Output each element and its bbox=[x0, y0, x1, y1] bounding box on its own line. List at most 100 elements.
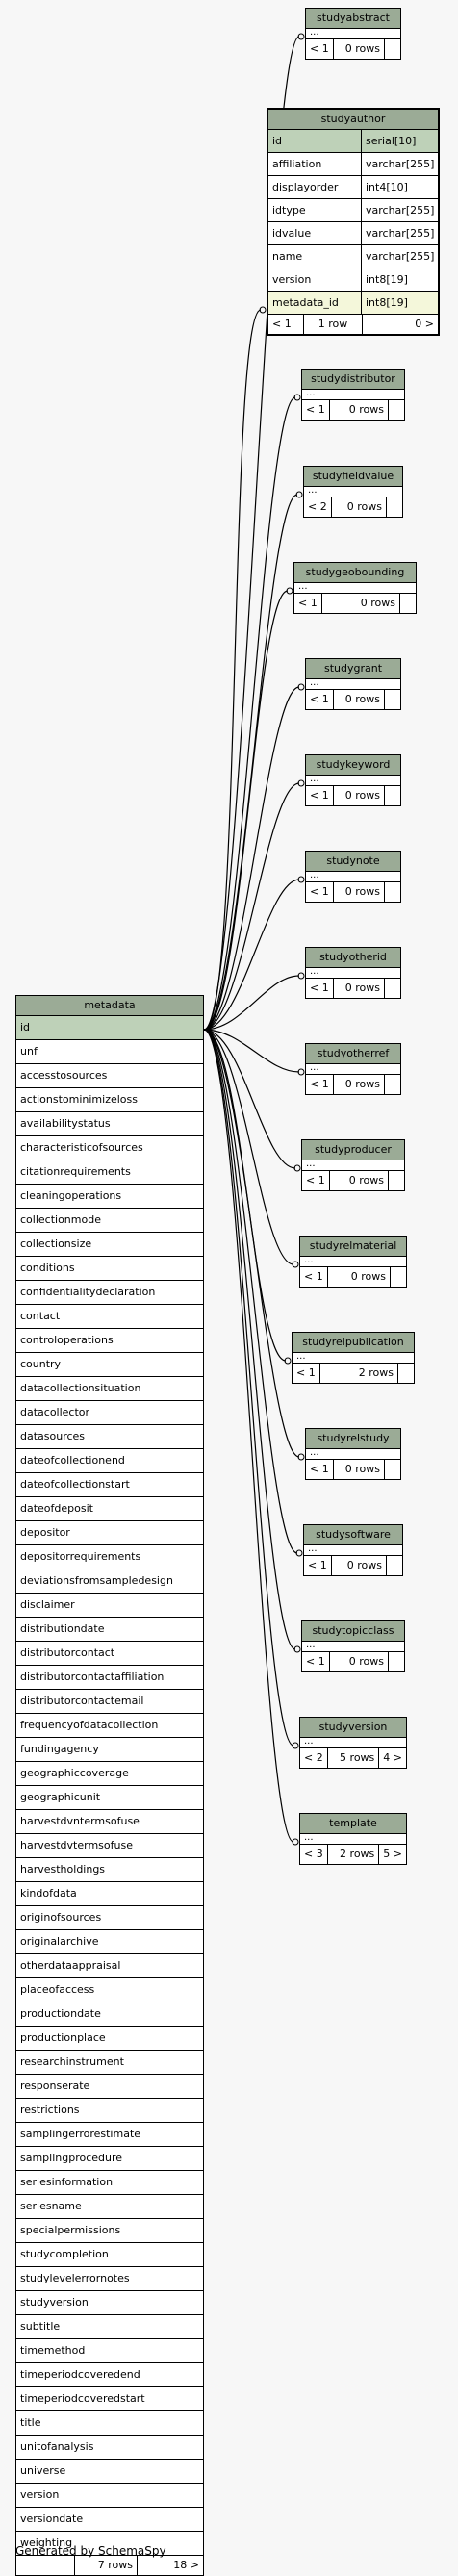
relationship-edge bbox=[203, 1029, 300, 1073]
relationship-edge bbox=[203, 1029, 294, 1265]
columns-ellipsis: ... bbox=[306, 29, 400, 39]
generated-by-credit: Generated by SchemaSpy bbox=[15, 2544, 166, 2558]
children-count bbox=[389, 1171, 404, 1190]
column-row: researchinstrument bbox=[16, 2051, 203, 2075]
column-row: productiondate bbox=[16, 2002, 203, 2027]
row-count: 0 rows bbox=[334, 979, 385, 998]
crowfoot-marker bbox=[293, 394, 301, 401]
columns-ellipsis: ... bbox=[294, 583, 416, 594]
column-row: originofsources bbox=[16, 1906, 203, 1930]
parents-count: < 1 bbox=[306, 690, 334, 709]
children-count bbox=[385, 1460, 400, 1479]
column-row: timeperiodcoveredstart bbox=[16, 2387, 203, 2411]
column-name: idvalue bbox=[272, 222, 362, 244]
column-row: studyversion bbox=[16, 2291, 203, 2315]
table-title: metadata bbox=[16, 996, 203, 1016]
row-count: 0 rows bbox=[334, 882, 385, 902]
columns-ellipsis: ... bbox=[304, 487, 402, 497]
column-type: varchar[255] bbox=[366, 227, 435, 240]
column-type: varchar[255] bbox=[366, 250, 435, 263]
children-count bbox=[391, 1267, 406, 1287]
column-row: subtitle bbox=[16, 2315, 203, 2339]
column-row: confidentialitydeclaration bbox=[16, 1281, 203, 1305]
crowfoot-marker bbox=[292, 1742, 299, 1749]
column-row: placeofaccess bbox=[16, 1978, 203, 2002]
columns-ellipsis: ... bbox=[302, 1160, 404, 1171]
parents-count: < 1 bbox=[302, 1652, 330, 1671]
table-title: studygeobounding bbox=[294, 563, 416, 583]
column-name: affiliation bbox=[272, 153, 362, 175]
crowfoot-marker bbox=[286, 587, 293, 595]
parents-count: < 1 bbox=[300, 1267, 328, 1287]
parents-count: < 1 bbox=[306, 1075, 334, 1094]
column-row: characteristicofsources bbox=[16, 1136, 203, 1160]
crowfoot-marker bbox=[259, 306, 267, 314]
row-count: 0 rows bbox=[334, 1075, 385, 1094]
relationship-edge bbox=[203, 1029, 294, 1843]
column-row: responserate bbox=[16, 2075, 203, 2099]
column-row: otherdataappraisal bbox=[16, 1954, 203, 1978]
column-row: seriesinformation bbox=[16, 2171, 203, 2195]
relationship-edge bbox=[203, 1029, 298, 1554]
children-count bbox=[385, 1075, 400, 1094]
row-count: 5 rows bbox=[328, 1748, 380, 1768]
column-name: displayorder bbox=[272, 176, 362, 198]
column-name: version bbox=[272, 268, 362, 291]
column-row: dateofcollectionstart bbox=[16, 1473, 203, 1497]
children-count bbox=[385, 786, 400, 805]
column-row: specialpermissions bbox=[16, 2219, 203, 2243]
column-row: timeperiodcoveredend bbox=[16, 2363, 203, 2387]
columns-ellipsis: ... bbox=[304, 1545, 402, 1556]
column-row: dateofdeposit bbox=[16, 1497, 203, 1521]
column-row: harvestholdings bbox=[16, 1858, 203, 1882]
parents-count: < 1 bbox=[304, 1556, 332, 1575]
column-name: name bbox=[272, 245, 362, 268]
row-count: 0 rows bbox=[332, 497, 387, 517]
children-count bbox=[387, 497, 402, 517]
parents-count: < 1 bbox=[306, 39, 334, 59]
parents-count: < 1 bbox=[268, 315, 304, 334]
children-count bbox=[398, 1364, 414, 1383]
column-name: id bbox=[272, 130, 362, 152]
parents-count: < 1 bbox=[294, 594, 322, 613]
column-row: geographicunit bbox=[16, 1786, 203, 1810]
column-type: int8[19] bbox=[366, 273, 408, 286]
column-row: harvestdvntermsofuse bbox=[16, 1810, 203, 1834]
row-count: 0 rows bbox=[334, 1460, 385, 1479]
column-type: varchar[255] bbox=[366, 158, 435, 170]
column-row: samplingprocedure bbox=[16, 2147, 203, 2171]
crowfoot-marker bbox=[297, 1453, 305, 1461]
column-row: geographiccoverage bbox=[16, 1762, 203, 1786]
parents-count: < 1 bbox=[306, 786, 334, 805]
column-row: datacollectionsituation bbox=[16, 1377, 203, 1401]
column-row: restrictions bbox=[16, 2099, 203, 2123]
table-title: studykeyword bbox=[306, 755, 400, 776]
